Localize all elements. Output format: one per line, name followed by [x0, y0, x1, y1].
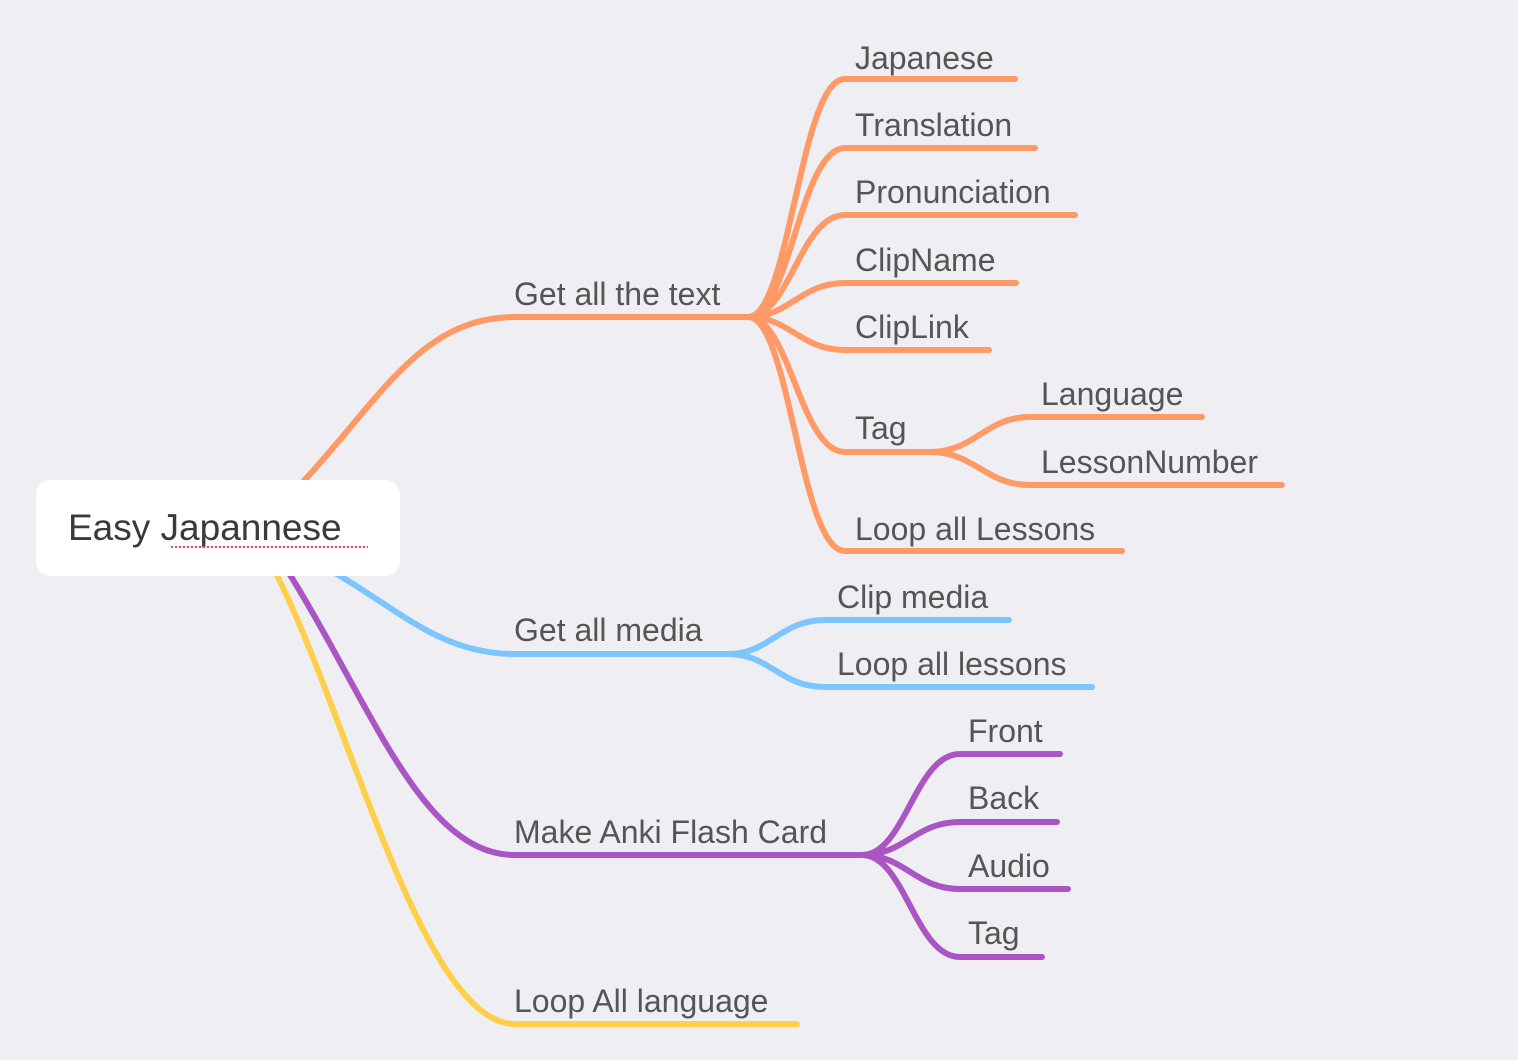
node-clip-media[interactable]: Clip media — [837, 579, 989, 615]
node-language[interactable]: Language — [1041, 376, 1184, 412]
edge-text-loop-lessons — [745, 314, 1125, 554]
node-cliplink[interactable]: ClipLink — [855, 309, 969, 345]
edge-text-cliplink — [745, 314, 992, 353]
node-lessonnumber[interactable]: LessonNumber — [1041, 444, 1258, 480]
node-back[interactable]: Back — [968, 780, 1040, 816]
edge-media-loop-lessons — [725, 651, 1095, 690]
edge-root-to-anki — [279, 559, 865, 858]
node-loop-all-lessons-media[interactable]: Loop all lessons — [837, 646, 1067, 682]
node-japanese[interactable]: Japanese — [855, 40, 994, 76]
node-tag-anki[interactable]: Tag — [968, 915, 1020, 951]
node-loop-all-lessons-text[interactable]: Loop all Lessons — [855, 511, 1096, 547]
edge-anki-front — [859, 751, 1063, 858]
node-clipname[interactable]: ClipName — [855, 242, 996, 278]
edge-root-to-media — [327, 567, 731, 657]
edge-text-pronunciation — [745, 212, 1078, 320]
root-node-label: Easy Japannese — [68, 507, 342, 548]
node-translation[interactable]: Translation — [855, 107, 1013, 143]
edge-tag-lessonnumber — [927, 449, 1285, 488]
node-make-anki-flash-card[interactable]: Make Anki Flash Card — [514, 814, 828, 850]
node-loop-all-language[interactable]: Loop All language — [514, 983, 769, 1019]
edge-anki-tag — [859, 852, 1045, 960]
node-front[interactable]: Front — [968, 713, 1043, 749]
edge-root-to-loop — [267, 559, 800, 1027]
edge-root-to-text — [297, 314, 751, 488]
node-get-all-text[interactable]: Get all the text — [514, 276, 721, 312]
node-audio[interactable]: Audio — [968, 848, 1050, 884]
spellcheck-underline — [170, 545, 368, 549]
node-tag[interactable]: Tag — [855, 410, 907, 446]
root-node[interactable] — [36, 480, 400, 576]
edge-tag-language — [927, 414, 1205, 455]
node-get-all-media[interactable]: Get all media — [514, 612, 703, 648]
node-pronunciation[interactable]: Pronunciation — [855, 174, 1051, 210]
